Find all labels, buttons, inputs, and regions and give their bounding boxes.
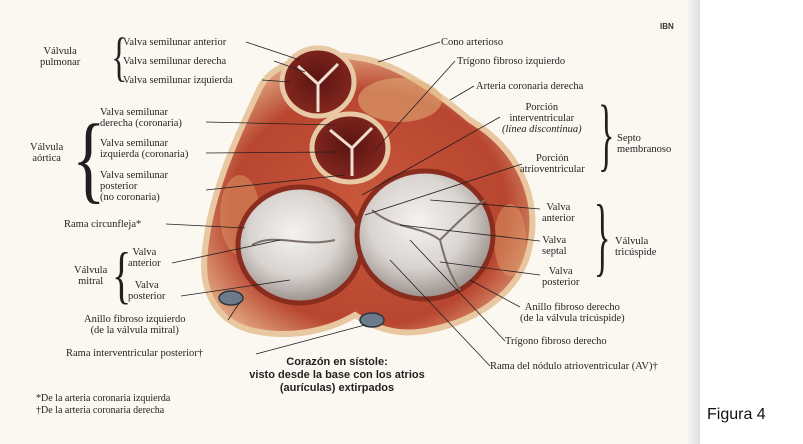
label-trigono-fibroso-derecho: Trígono fibroso derecho xyxy=(505,336,607,347)
figure-caption: Corazón en sístole:visto desde la base c… xyxy=(249,356,425,394)
label-valva-semilunar-izquierda: Valva semilunar izquierda xyxy=(123,75,233,86)
heart-illustration xyxy=(165,41,541,367)
figure-number-label: Figura 4 xyxy=(707,406,766,423)
label-rama-interventricular-posterior: Rama interventricular posterior† xyxy=(66,348,204,359)
publisher-logo: IBN xyxy=(660,22,674,31)
tricuspid-valve xyxy=(354,168,496,302)
label-anillo-fibroso-izquierdo: Anillo fibroso izquierdo(de la válvula m… xyxy=(84,314,186,336)
footnote-right-coronary: †De la arteria coronaria derecha xyxy=(36,405,165,416)
label-rama-circunfleja: Rama circunfleja* xyxy=(64,219,142,230)
brace-mitral: { xyxy=(112,238,132,311)
brace-aortica: { xyxy=(72,105,106,214)
label-valva-semilunar-anterior: Valva semilunar anterior xyxy=(123,37,227,48)
brace-pulmonar: { xyxy=(111,28,128,88)
label-trigono-fibroso-izquierdo: Trígono fibroso izquierdo xyxy=(457,56,566,67)
label-arteria-coronaria-derecha: Arteria coronaria derecha xyxy=(476,81,584,92)
scan-edge xyxy=(686,0,700,444)
footnote-left-coronary: *De la arteria coronaria izquierda xyxy=(36,393,171,404)
label-rama-nodulo-av: Rama del nódulo atrioventricular (AV)† xyxy=(490,361,658,372)
label-anillo-fibroso-derecho: Anillo fibroso derecho(de la válvula tri… xyxy=(520,302,625,324)
brace-tricuspide: { xyxy=(594,189,611,286)
label-cono-arterioso: Cono arterioso xyxy=(441,37,504,48)
brace-septo: { xyxy=(598,91,615,181)
label-valva-semilunar-derecha: Valva semilunar derecha xyxy=(123,56,227,67)
